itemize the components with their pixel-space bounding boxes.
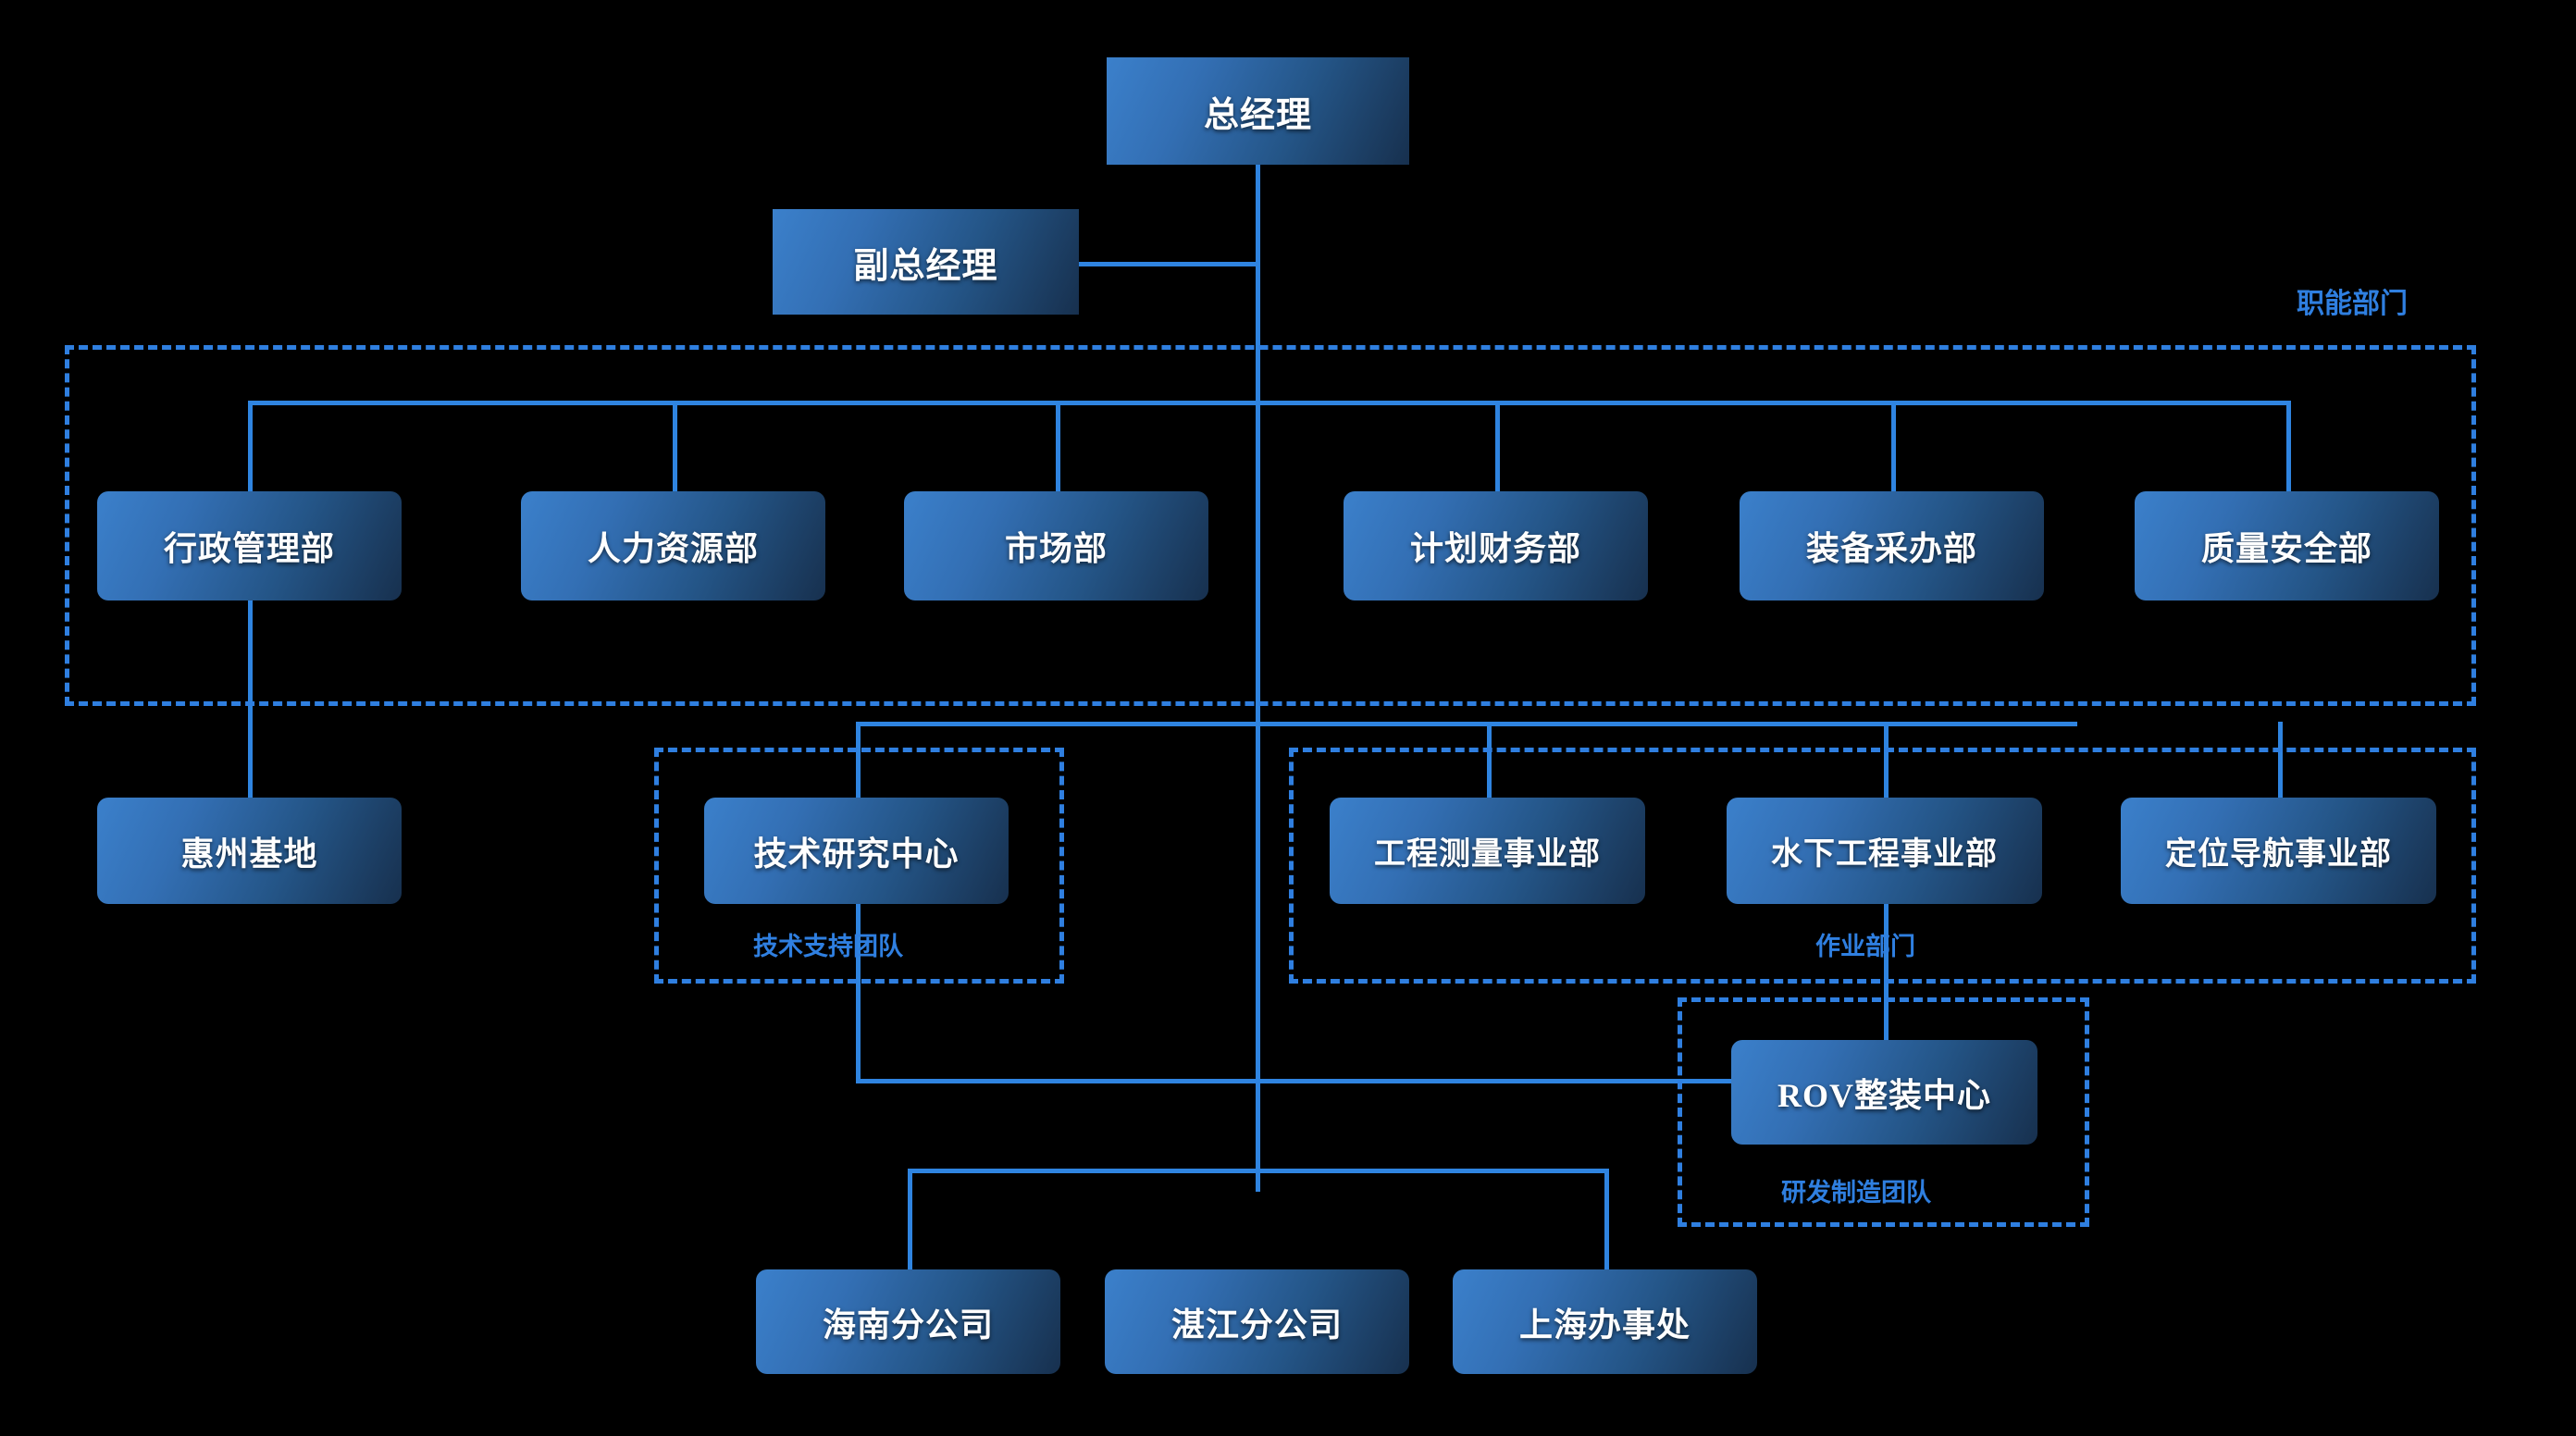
group-label-tech-support: 技术支持团队: [753, 933, 903, 960]
node-label: 技术研究中心: [753, 835, 960, 873]
node-general-manager[interactable]: 总经理: [1107, 57, 1409, 165]
group-label-operations: 作业部门: [1815, 933, 1915, 960]
node-hr-department[interactable]: 人力资源部: [521, 491, 825, 600]
connector-drop-subsea: [1884, 722, 1889, 805]
group-frame-functional: [65, 345, 2476, 706]
node-label: 行政管理部: [163, 530, 335, 567]
group-label-rnd: 研发制造团队: [1781, 1179, 1931, 1207]
node-admin-department[interactable]: 行政管理部: [97, 491, 402, 600]
node-marketing-department[interactable]: 市场部: [904, 491, 1208, 600]
connector-drop-hr: [673, 401, 677, 497]
connector-drop-market: [1056, 401, 1060, 497]
node-label: 质量安全部: [2200, 530, 2372, 567]
connector-drop-finance: [1495, 401, 1500, 497]
node-label: 副总经理: [853, 246, 998, 286]
node-label: 市场部: [1004, 530, 1108, 567]
node-label: ROV整装中心: [1777, 1076, 1991, 1114]
node-label: 总经理: [1203, 95, 1312, 135]
node-label: 定位导航事业部: [2165, 837, 2392, 872]
node-rov-center[interactable]: ROV整装中心: [1731, 1040, 2037, 1145]
group-frame-tech-support: [654, 748, 1064, 984]
connector-subsea-down: [1884, 902, 1889, 1083]
node-navigation-division[interactable]: 定位导航事业部: [2121, 798, 2436, 904]
connector-second-tier-bus: [856, 722, 2077, 726]
connector-drop-shanghai: [1604, 1169, 1609, 1273]
node-label: 计划财务部: [1409, 530, 1581, 567]
node-label: 人力资源部: [587, 530, 759, 567]
group-frame-operations: [1289, 748, 2476, 984]
node-huizhou-base[interactable]: 惠州基地: [97, 798, 402, 904]
connector-branch-bus: [908, 1169, 1609, 1173]
node-shanghai-office[interactable]: 上海办事处: [1453, 1269, 1757, 1374]
node-subsea-division[interactable]: 水下工程事业部: [1727, 798, 2042, 904]
connector-trunk-main: [1256, 165, 1260, 1192]
connector-deputy-gm: [1077, 262, 1258, 266]
connector-drop-survey: [1487, 722, 1492, 805]
node-label: 上海办事处: [1518, 1306, 1690, 1343]
node-finance-department[interactable]: 计划财务部: [1344, 491, 1648, 600]
connector-drop-admin: [248, 401, 253, 497]
node-tech-research-center[interactable]: 技术研究中心: [704, 798, 1009, 904]
node-hainan-branch[interactable]: 海南分公司: [756, 1269, 1060, 1374]
connector-tech-center-down: [856, 902, 861, 1083]
connector-rov-rail: [856, 1079, 1732, 1083]
node-label: 水下工程事业部: [1771, 837, 1998, 872]
node-procurement-department[interactable]: 装备采办部: [1740, 491, 2044, 600]
node-label: 海南分公司: [822, 1306, 994, 1343]
connector-drop-quality: [2286, 401, 2291, 497]
connector-drop-tech-center: [856, 722, 861, 805]
group-frame-rnd: [1678, 997, 2089, 1227]
connector-drop-procurement: [1891, 401, 1896, 497]
node-quality-department[interactable]: 质量安全部: [2135, 491, 2439, 600]
node-label: 装备采办部: [1805, 530, 1977, 567]
connector-functional-bus: [248, 401, 2288, 405]
connector-drop-navigation: [2278, 722, 2283, 805]
node-survey-division[interactable]: 工程测量事业部: [1330, 798, 1645, 904]
connector-drop-hainan: [908, 1169, 912, 1273]
node-deputy-general-manager[interactable]: 副总经理: [773, 209, 1079, 315]
group-label-functional: 职能部门: [2297, 289, 2408, 319]
node-label: 惠州基地: [180, 835, 318, 873]
node-zhanjiang-branch[interactable]: 湛江分公司: [1105, 1269, 1409, 1374]
node-label: 工程测量事业部: [1374, 837, 1601, 872]
node-label: 湛江分公司: [1170, 1306, 1343, 1343]
